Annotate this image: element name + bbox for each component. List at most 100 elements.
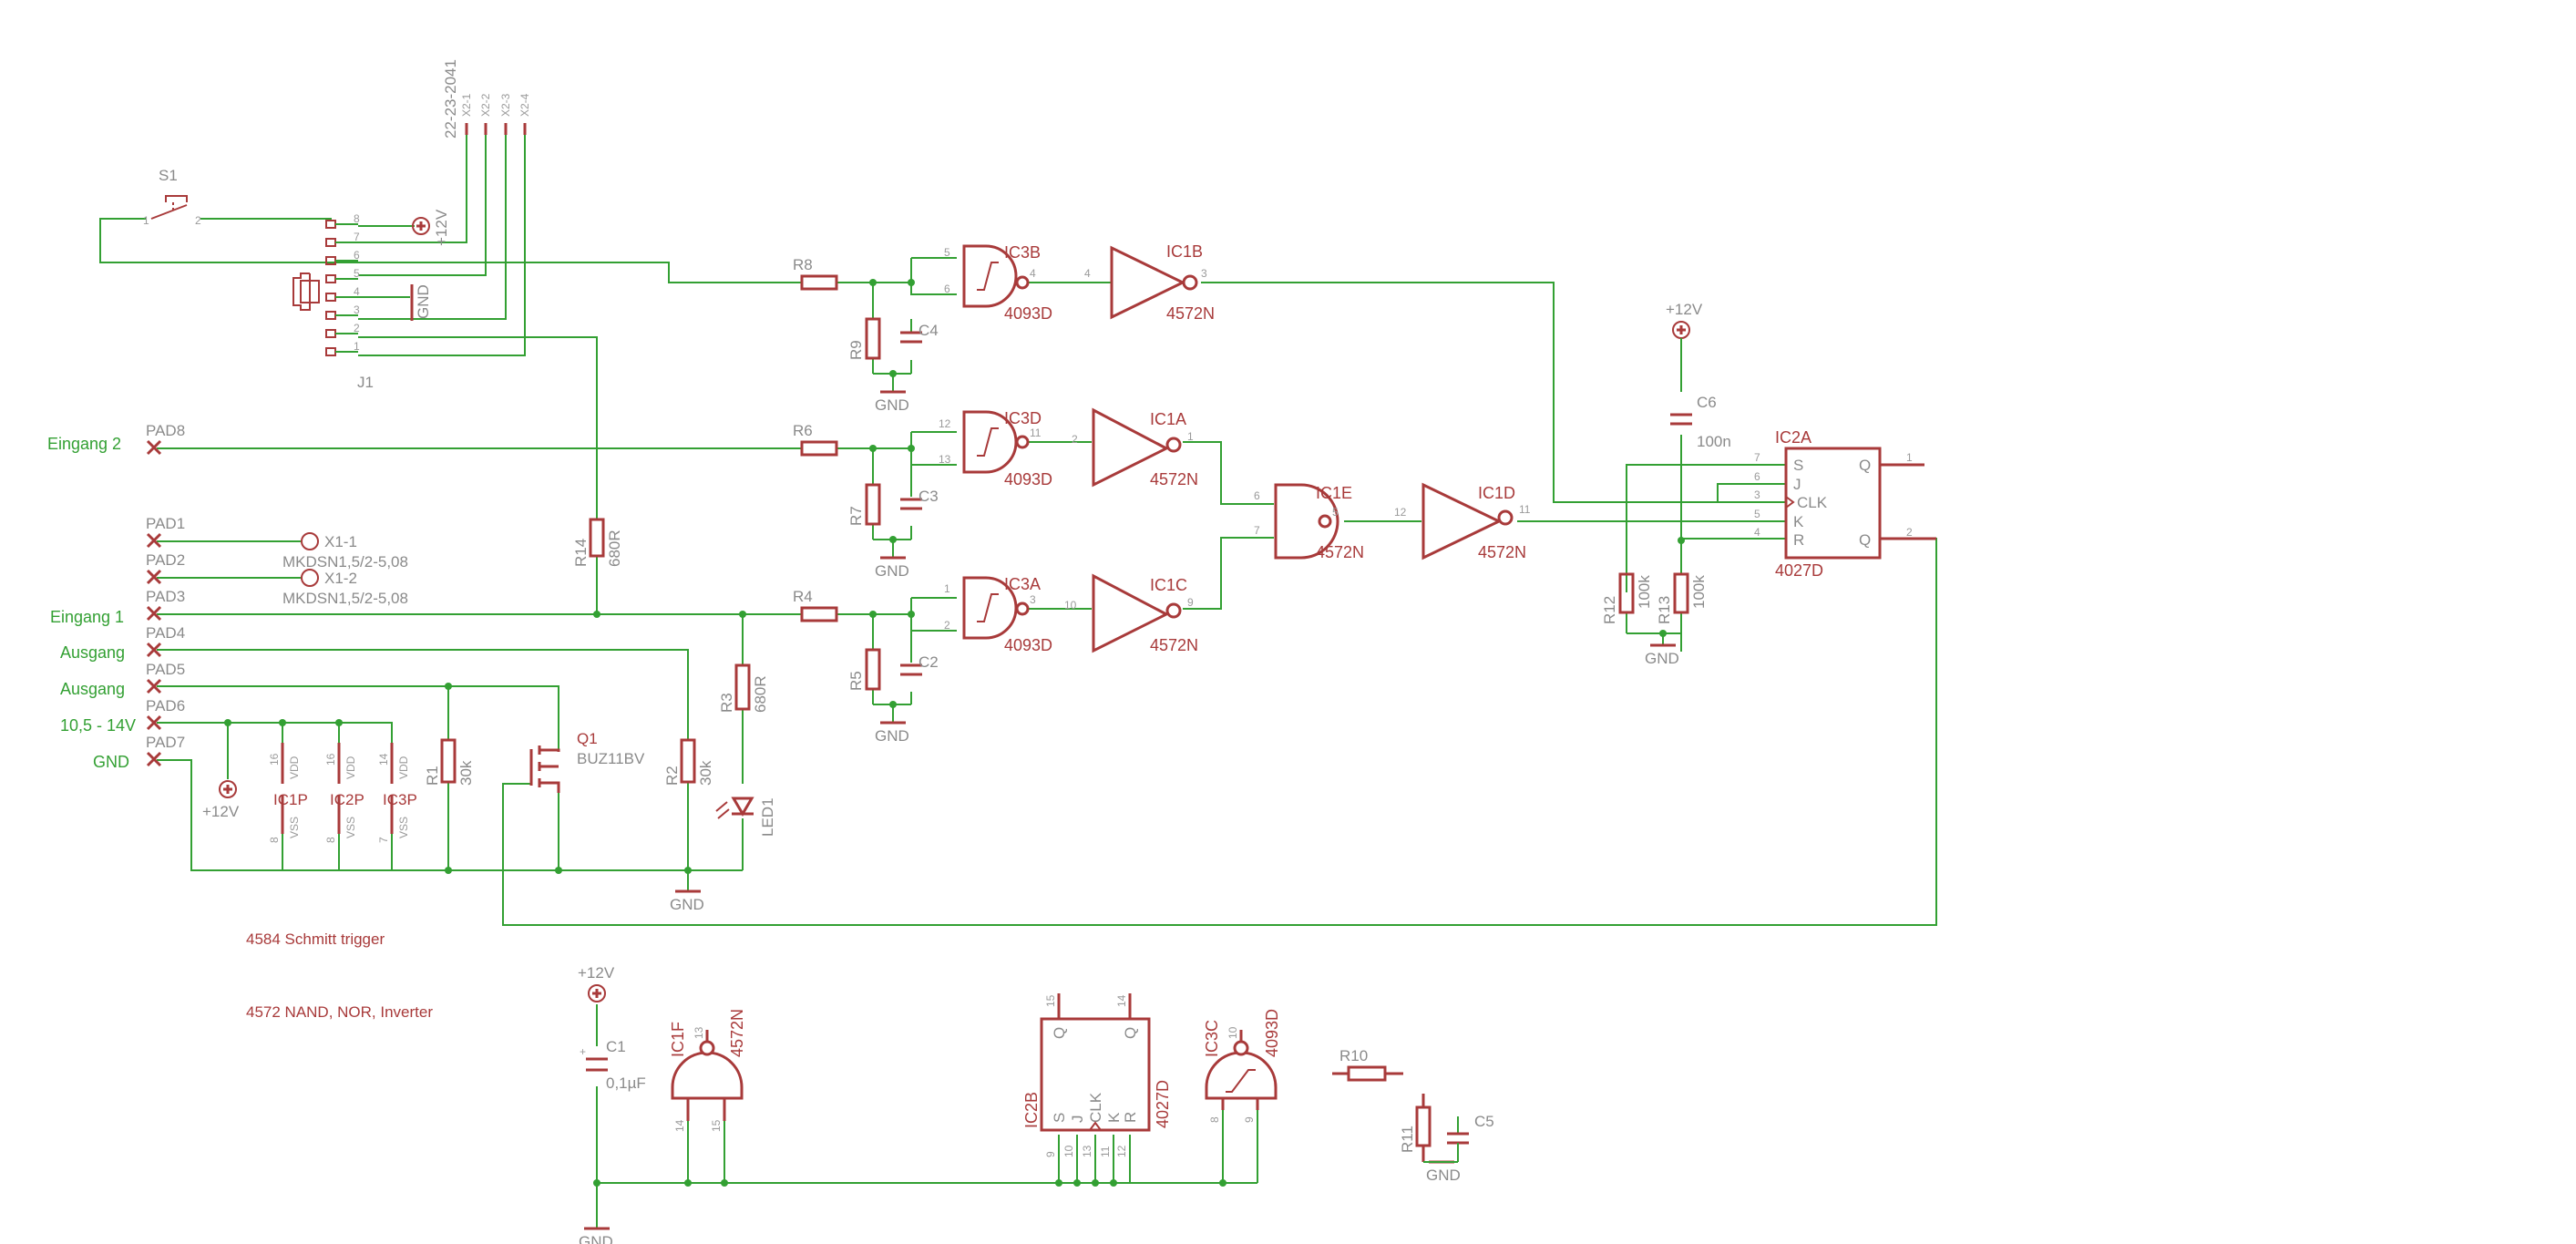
svg-text:X2-4: X2-4 <box>518 93 531 117</box>
label-ausgang-a: Ausgang <box>60 643 125 662</box>
capacitor-c1: + C1 0,1µF <box>580 1038 646 1092</box>
svg-text:4093D: 4093D <box>1263 1009 1281 1057</box>
j1-label: J1 <box>357 374 374 391</box>
svg-text:R14: R14 <box>572 539 590 567</box>
x2-part-label: 22-23-2041 <box>442 59 459 139</box>
pad1-label: PAD1 <box>146 515 185 532</box>
svg-text:8: 8 <box>324 837 337 843</box>
svg-text:4: 4 <box>1030 267 1036 280</box>
svg-text:6: 6 <box>1254 489 1260 502</box>
svg-text:IC3D: IC3D <box>1004 409 1042 427</box>
svg-text:12: 12 <box>939 417 951 430</box>
svg-text:6: 6 <box>1754 470 1760 483</box>
svg-text:R: R <box>1122 1112 1139 1123</box>
svg-text:IC1B: IC1B <box>1166 242 1203 261</box>
svg-text:J: J <box>1069 1115 1086 1124</box>
resistor-r11 <box>1415 1105 1432 1147</box>
gate-ic3c: 10 8 9 IC3C 4093D <box>1203 1009 1281 1123</box>
pad-labels: Eingang 2 Eingang 1 Ausgang Ausgang 10,5… <box>47 422 185 771</box>
svg-text:R1: R1 <box>424 766 441 786</box>
svg-text:1: 1 <box>1187 430 1194 443</box>
svg-text:30k: 30k <box>697 760 714 786</box>
inverter-ic1c: 10 9 IC1C 4572N <box>1064 573 1198 654</box>
svg-text:Q: Q <box>1051 1027 1068 1039</box>
svg-text:13: 13 <box>939 453 951 466</box>
svg-text:9: 9 <box>1044 1151 1057 1157</box>
label-eingang1: Eingang 1 <box>50 608 124 626</box>
note-schmitt-trigger: 4584 Schmitt trigger <box>246 930 385 948</box>
wire-net <box>99 132 1937 1229</box>
svg-text:3: 3 <box>1201 267 1207 280</box>
svg-text:GND: GND <box>875 396 909 414</box>
svg-text:1: 1 <box>1906 451 1913 464</box>
resistor-r10 <box>1347 1065 1387 1082</box>
svg-text:4027D: 4027D <box>1154 1080 1172 1128</box>
svg-text:R12: R12 <box>1601 596 1618 624</box>
inverter-ic1a: 2 1 IC1A 4572N <box>1072 407 1198 488</box>
svg-text:+12V: +12V <box>1666 301 1703 318</box>
svg-text:100k: 100k <box>1636 575 1653 609</box>
label-ausgang-b: Ausgang <box>60 680 125 698</box>
capacitor-c6: C6 100n <box>1670 394 1731 450</box>
svg-text:C4: C4 <box>919 322 939 339</box>
svg-text:C3: C3 <box>919 488 939 505</box>
svg-text:4093D: 4093D <box>1004 304 1052 323</box>
svg-text:10: 10 <box>1064 599 1077 612</box>
svg-text:R8: R8 <box>793 256 813 273</box>
pad7-label: PAD7 <box>146 734 185 751</box>
svg-text:8: 8 <box>1208 1116 1221 1123</box>
svg-text:16: 16 <box>268 753 281 766</box>
svg-text:100n: 100n <box>1697 433 1731 450</box>
svg-text:C6: C6 <box>1697 394 1717 411</box>
svg-text:4572N: 4572N <box>1150 636 1198 654</box>
svg-text:IC3B: IC3B <box>1004 243 1041 262</box>
svg-text:S: S <box>1051 1113 1068 1123</box>
gate-ic1f: 13 14 15 IC1F 4572N <box>669 1009 746 1132</box>
svg-text:VDD: VDD <box>344 756 357 779</box>
svg-text:4572N: 4572N <box>1150 470 1198 488</box>
svg-text:IC1C: IC1C <box>1150 576 1187 594</box>
svg-text:Q1: Q1 <box>577 730 598 747</box>
svg-text:1: 1 <box>354 340 360 353</box>
svg-text:C5: C5 <box>1474 1113 1494 1130</box>
svg-text:2: 2 <box>944 619 950 632</box>
svg-text:7: 7 <box>354 231 360 243</box>
svg-text:3: 3 <box>1754 488 1760 501</box>
svg-text:4027D: 4027D <box>1775 561 1823 580</box>
resistor-r3 <box>734 663 751 711</box>
j1-vcc-label: +12V <box>433 209 450 246</box>
inverter-ic1d: 12 11 IC1D 4572N <box>1394 482 1531 561</box>
svg-text:13: 13 <box>693 1026 705 1039</box>
svg-text:11: 11 <box>1030 427 1042 439</box>
flipflop-ic2b: 15 14 Q Q S J CLK K R 9 10 13 11 12 IC2B… <box>1022 993 1172 1157</box>
svg-text:4093D: 4093D <box>1004 636 1052 654</box>
x1-type-a: MKDSN1,5/2-5,08 <box>282 553 408 571</box>
svg-text:2: 2 <box>1906 526 1913 539</box>
svg-text:IC3A: IC3A <box>1004 575 1041 593</box>
junction-dots <box>224 279 1685 1187</box>
svg-text:100k: 100k <box>1690 575 1708 609</box>
svg-text:GND: GND <box>579 1233 613 1244</box>
svg-text:GND: GND <box>1426 1167 1461 1184</box>
svg-text:BUZ11BV: BUZ11BV <box>577 750 645 767</box>
svg-text:3: 3 <box>1030 593 1036 606</box>
label-supply: 10,5 - 14V <box>60 716 136 735</box>
svg-text:C2: C2 <box>919 653 939 671</box>
svg-text:VDD: VDD <box>288 756 301 779</box>
svg-text:GND: GND <box>875 727 909 745</box>
x1-1-label: X1-1 <box>324 533 357 550</box>
svg-text:1: 1 <box>143 214 149 227</box>
svg-text:X2-2: X2-2 <box>479 93 492 117</box>
svg-text:+12V: +12V <box>202 803 240 820</box>
svg-text:X2-3: X2-3 <box>499 93 512 117</box>
svg-text:4572N: 4572N <box>1166 304 1215 323</box>
resistor-r7 <box>865 483 881 526</box>
resistor-r8 <box>800 274 838 291</box>
pad8-label: PAD8 <box>146 422 185 439</box>
svg-text:R5: R5 <box>847 671 865 691</box>
svg-text:3: 3 <box>354 303 360 316</box>
capacitors: C4 C3 C2 C6 100n + C1 0,1µF C5 <box>580 322 1731 1162</box>
s1-label: S1 <box>159 167 178 184</box>
svg-text:4093D: 4093D <box>1004 470 1052 488</box>
svg-text:30k: 30k <box>457 760 475 786</box>
